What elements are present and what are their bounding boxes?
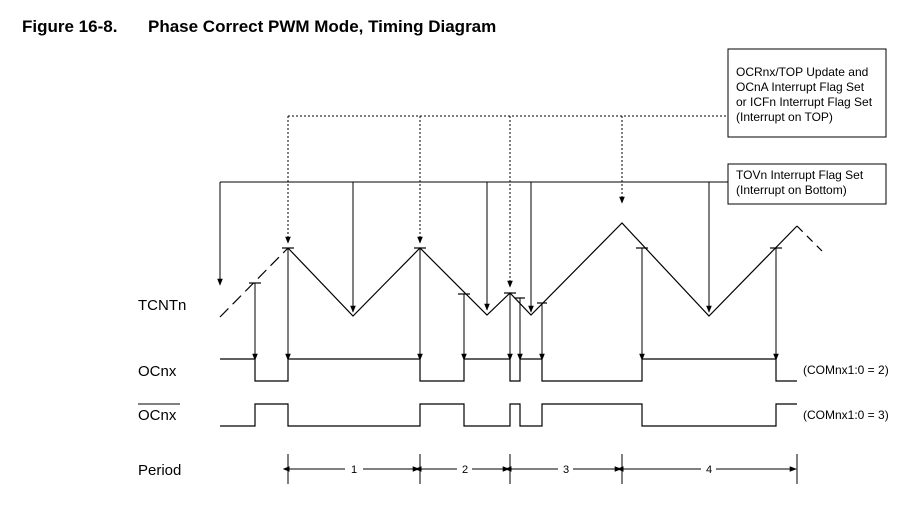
figure-title: Phase Correct PWM Mode, Timing Diagram xyxy=(148,17,497,36)
top-interrupt-arrows xyxy=(285,115,728,288)
period-label-2: 2 xyxy=(462,464,468,476)
callout-bottom-line-1: TOVn Interrupt Flag Set xyxy=(736,168,864,182)
callout-top-line-3: or ICFn Interrupt Flag Set xyxy=(736,95,873,109)
callout-bottom-box xyxy=(727,163,887,205)
compare-match-arrows xyxy=(252,248,779,361)
callout-top-update: OCRnx/TOP Update and OCnA Interrupt Flag… xyxy=(727,48,887,138)
mode-non-inverted-label: (COMnx1:0 = 2) xyxy=(803,363,889,377)
figure-number: Figure 16-8. xyxy=(22,17,118,36)
tcnt-waveform xyxy=(219,222,823,318)
ocnx-inverted-waveform xyxy=(220,403,797,427)
callout-bottom-line-2: (Interrupt on Bottom) xyxy=(736,183,847,197)
period-label-3: 3 xyxy=(563,464,569,476)
tcnt-label: TCNTn xyxy=(138,297,186,314)
period-label-1: 1 xyxy=(351,464,357,476)
bottom-interrupt-arrows xyxy=(217,181,728,313)
ocnx-label: OCnx xyxy=(138,363,177,380)
period-label: Period xyxy=(138,462,181,479)
callout-top-line-1: OCRnx/TOP Update and xyxy=(736,65,868,79)
callout-top-line-4: (Interrupt on TOP) xyxy=(736,110,833,124)
callout-top-line-2: OCnA Interrupt Flag Set xyxy=(736,80,865,94)
callout-top-box xyxy=(727,48,887,138)
callout-bottom-overflow: TOVn Interrupt Flag Set (Interrupt on Bo… xyxy=(727,163,887,205)
period-markers xyxy=(282,454,798,484)
period-label-4: 4 xyxy=(706,464,712,476)
mode-inverted-label: (COMnx1:0 = 3) xyxy=(803,408,889,422)
ocnx-waveform xyxy=(220,358,797,382)
ocnx-inverted-label: OCnx xyxy=(138,407,177,424)
